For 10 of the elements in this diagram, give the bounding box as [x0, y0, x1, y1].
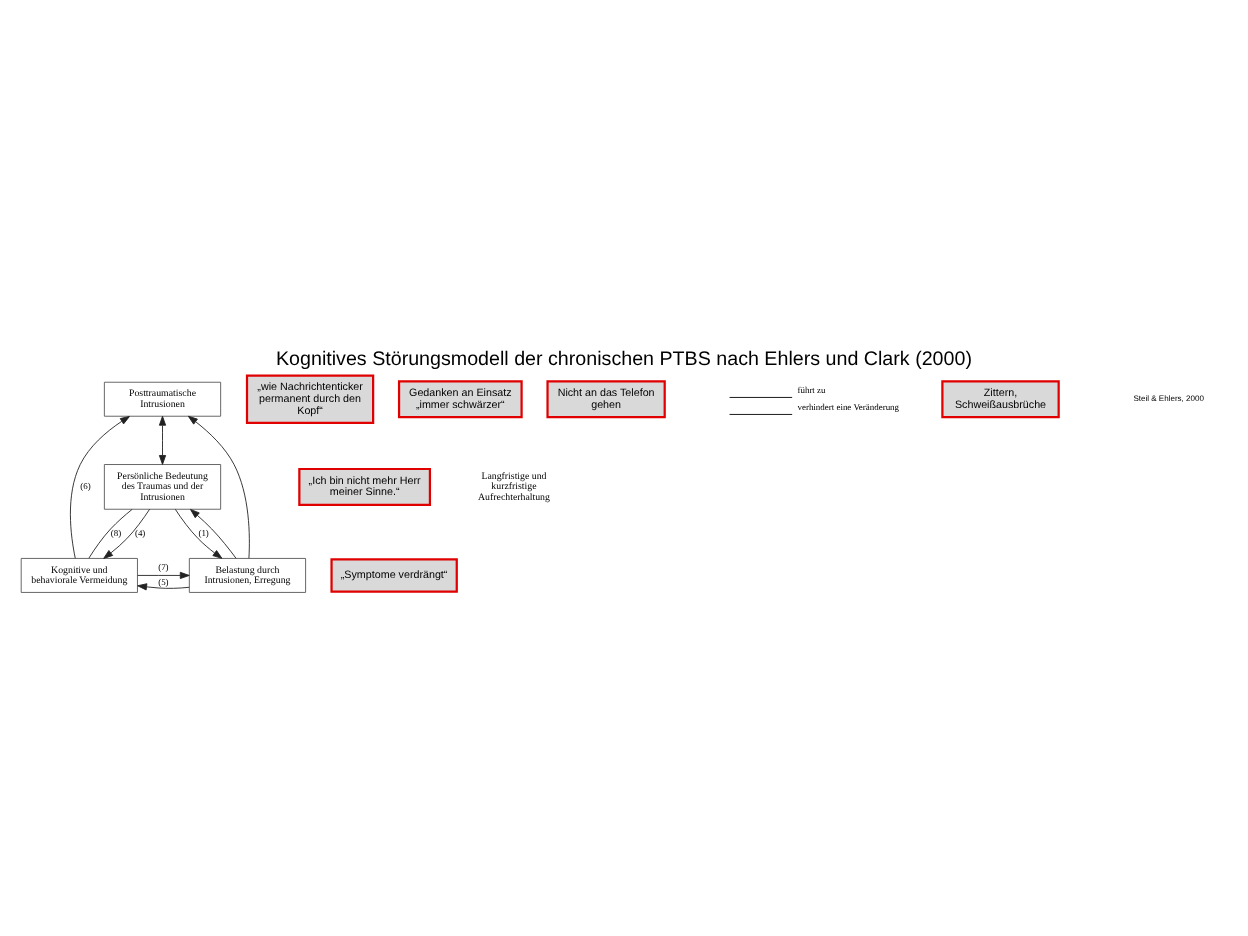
arrow: [137, 570, 190, 578]
arrow: [187, 414, 250, 558]
arrow: [69, 415, 130, 558]
diagram-title: Kognitives Störungsmodell der chronischen PTBS nach Ehlers und Clark (2000): [276, 347, 972, 370]
connector: [88, 507, 133, 558]
arrow: [103, 507, 151, 558]
arrow: [137, 582, 190, 590]
arrow: [158, 414, 167, 464]
arrow: [174, 507, 223, 558]
arrow: [190, 508, 237, 558]
